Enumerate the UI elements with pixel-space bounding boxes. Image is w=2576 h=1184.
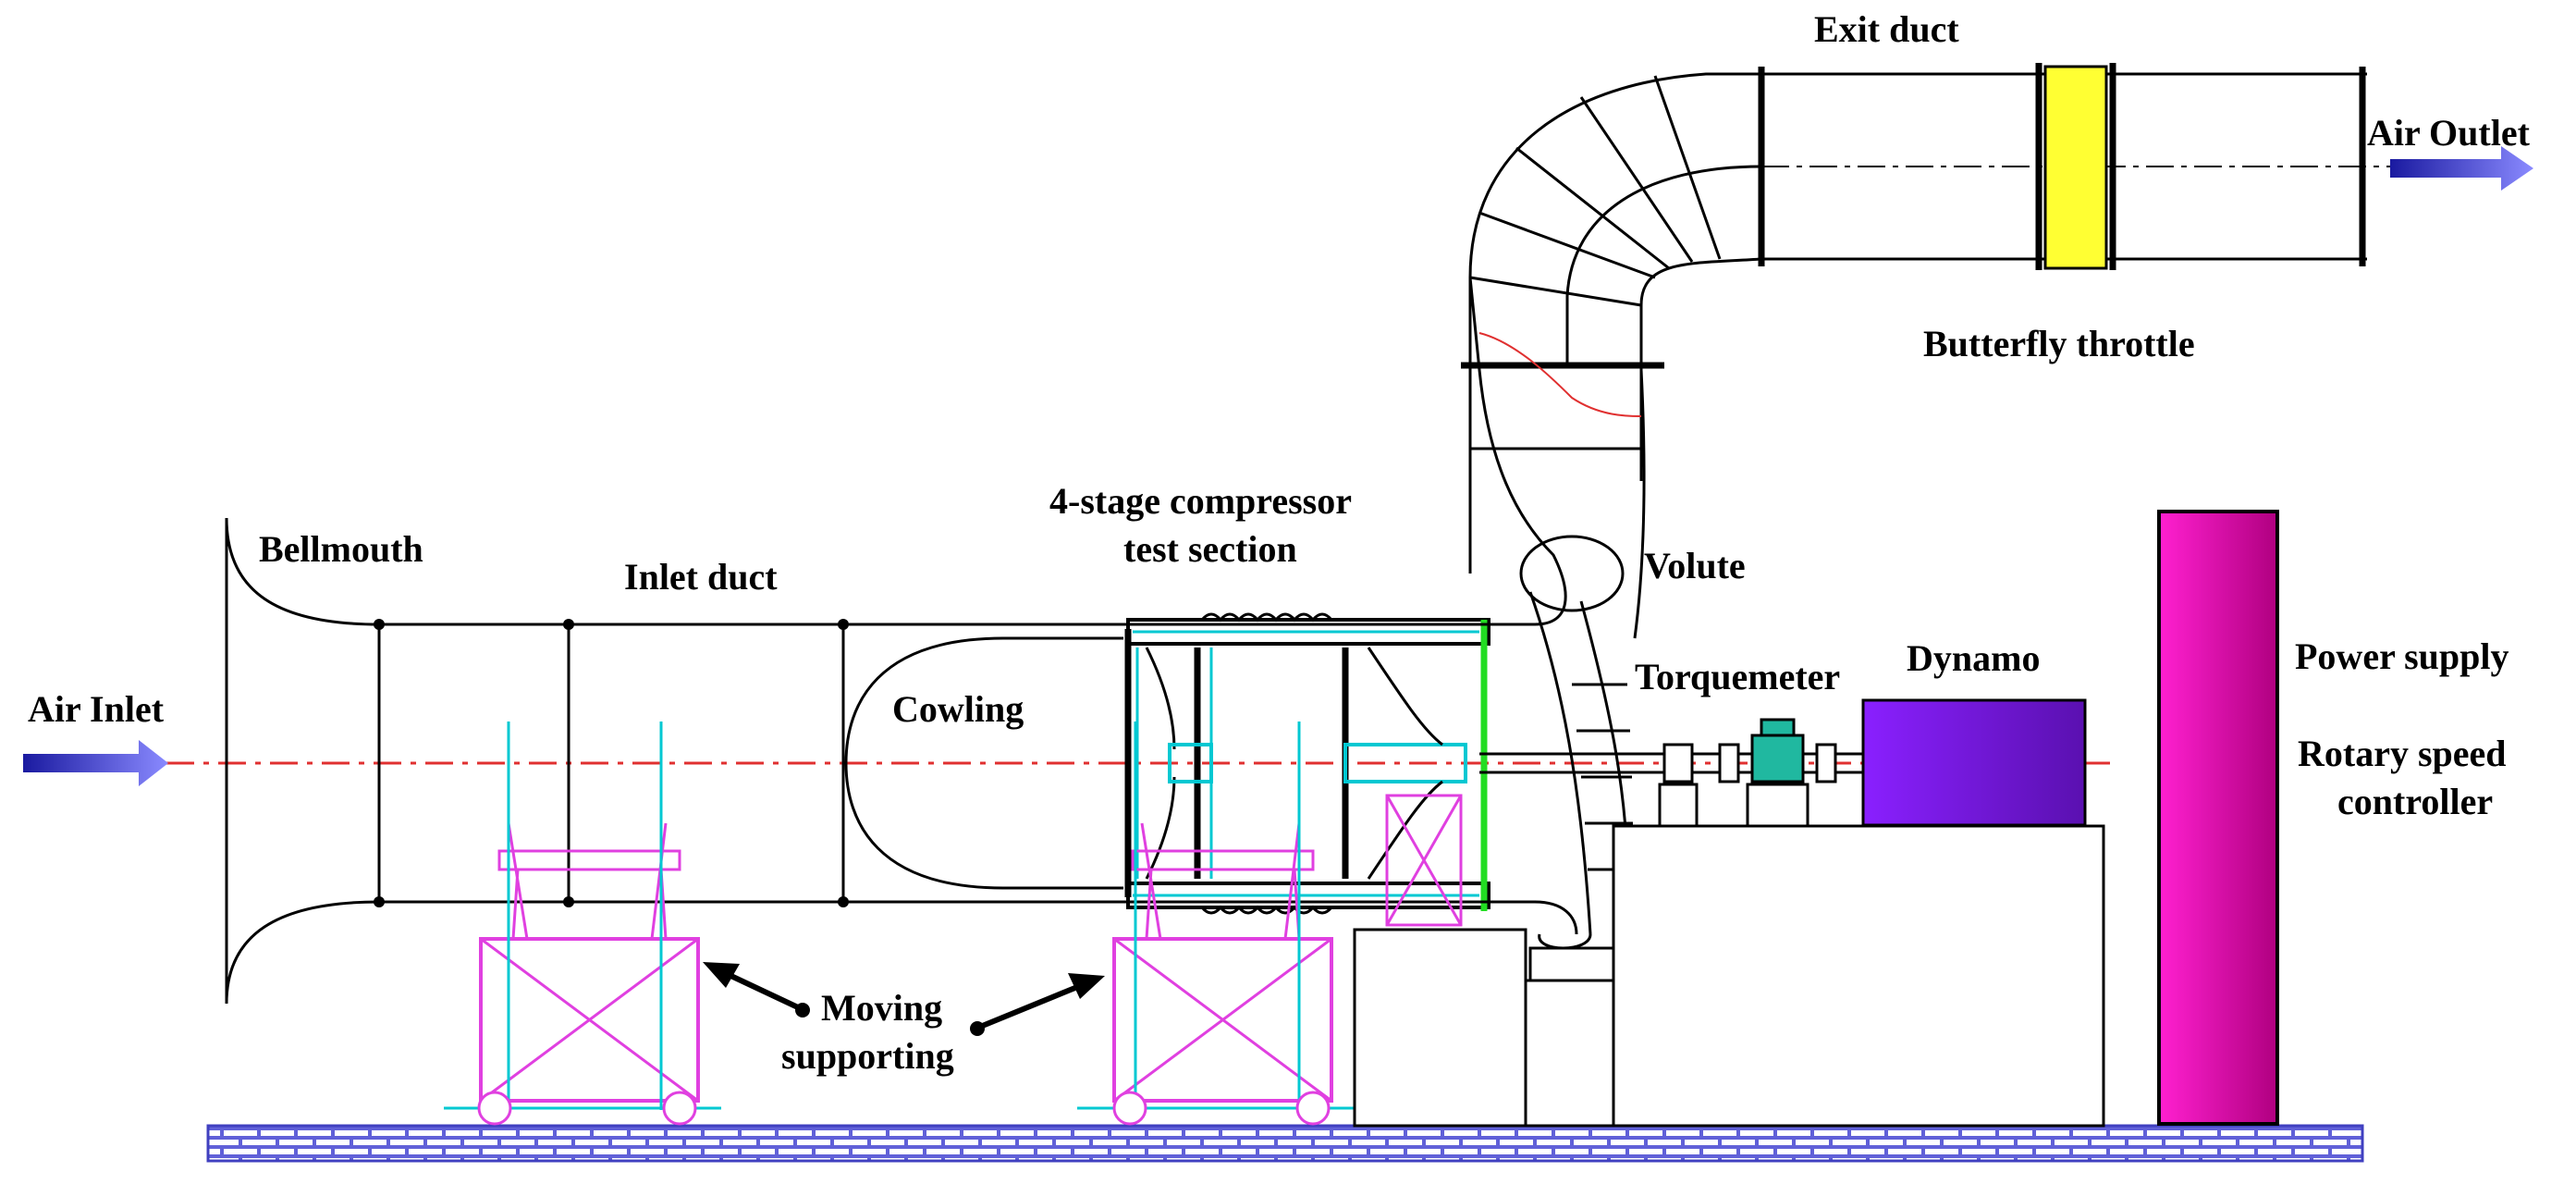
ground-floor <box>206 1124 2364 1163</box>
dynamo <box>1861 698 2087 827</box>
label-inlet-duct: Inlet duct <box>624 556 778 598</box>
power-supply-cabinet <box>2157 510 2279 1126</box>
label-rotary-line1: Rotary speed <box>2298 733 2507 774</box>
pedestal-compressor <box>1353 928 1527 1128</box>
label-power-supply: Power supply <box>2295 635 2509 677</box>
label-compressor-line1: 4-stage compressor <box>1049 480 1352 522</box>
label-torquemeter: Torquemeter <box>1635 656 1840 697</box>
label-volute: Volute <box>1644 545 1746 586</box>
label-cowling: Cowling <box>892 688 1024 730</box>
butterfly-throttle <box>2043 65 2108 270</box>
label-exit-duct: Exit duct <box>1814 8 1959 50</box>
pedestal-volute <box>1524 979 1615 1128</box>
label-rotary-line2: controller <box>2337 781 2493 822</box>
shaft-torquemeter <box>1479 718 1863 828</box>
air-inlet-arrow <box>23 740 168 786</box>
moving-support-right <box>1077 722 1359 1126</box>
moving-support-left <box>444 722 721 1126</box>
bellmouth <box>225 517 380 1005</box>
label-air-outlet: Air Outlet <box>2367 112 2531 154</box>
label-compressor-line2: test section <box>1123 528 1297 570</box>
label-bellmouth: Bellmouth <box>259 528 423 570</box>
label-air-inlet: Air Inlet <box>28 688 165 730</box>
label-butterfly-throttle: Butterfly throttle <box>1923 323 2195 364</box>
elbow <box>1461 72 1762 574</box>
compressor-test-section <box>1124 612 1490 927</box>
pedestal-dynamo <box>1612 824 2105 1128</box>
label-moving-line2: supporting <box>781 1035 954 1077</box>
label-moving-line1: Moving <box>821 987 942 1029</box>
cowling <box>844 636 1004 890</box>
label-dynamo: Dynamo <box>1907 637 2040 679</box>
moving-support-pointers <box>703 962 1105 1036</box>
air-outlet-arrow <box>2390 146 2533 191</box>
